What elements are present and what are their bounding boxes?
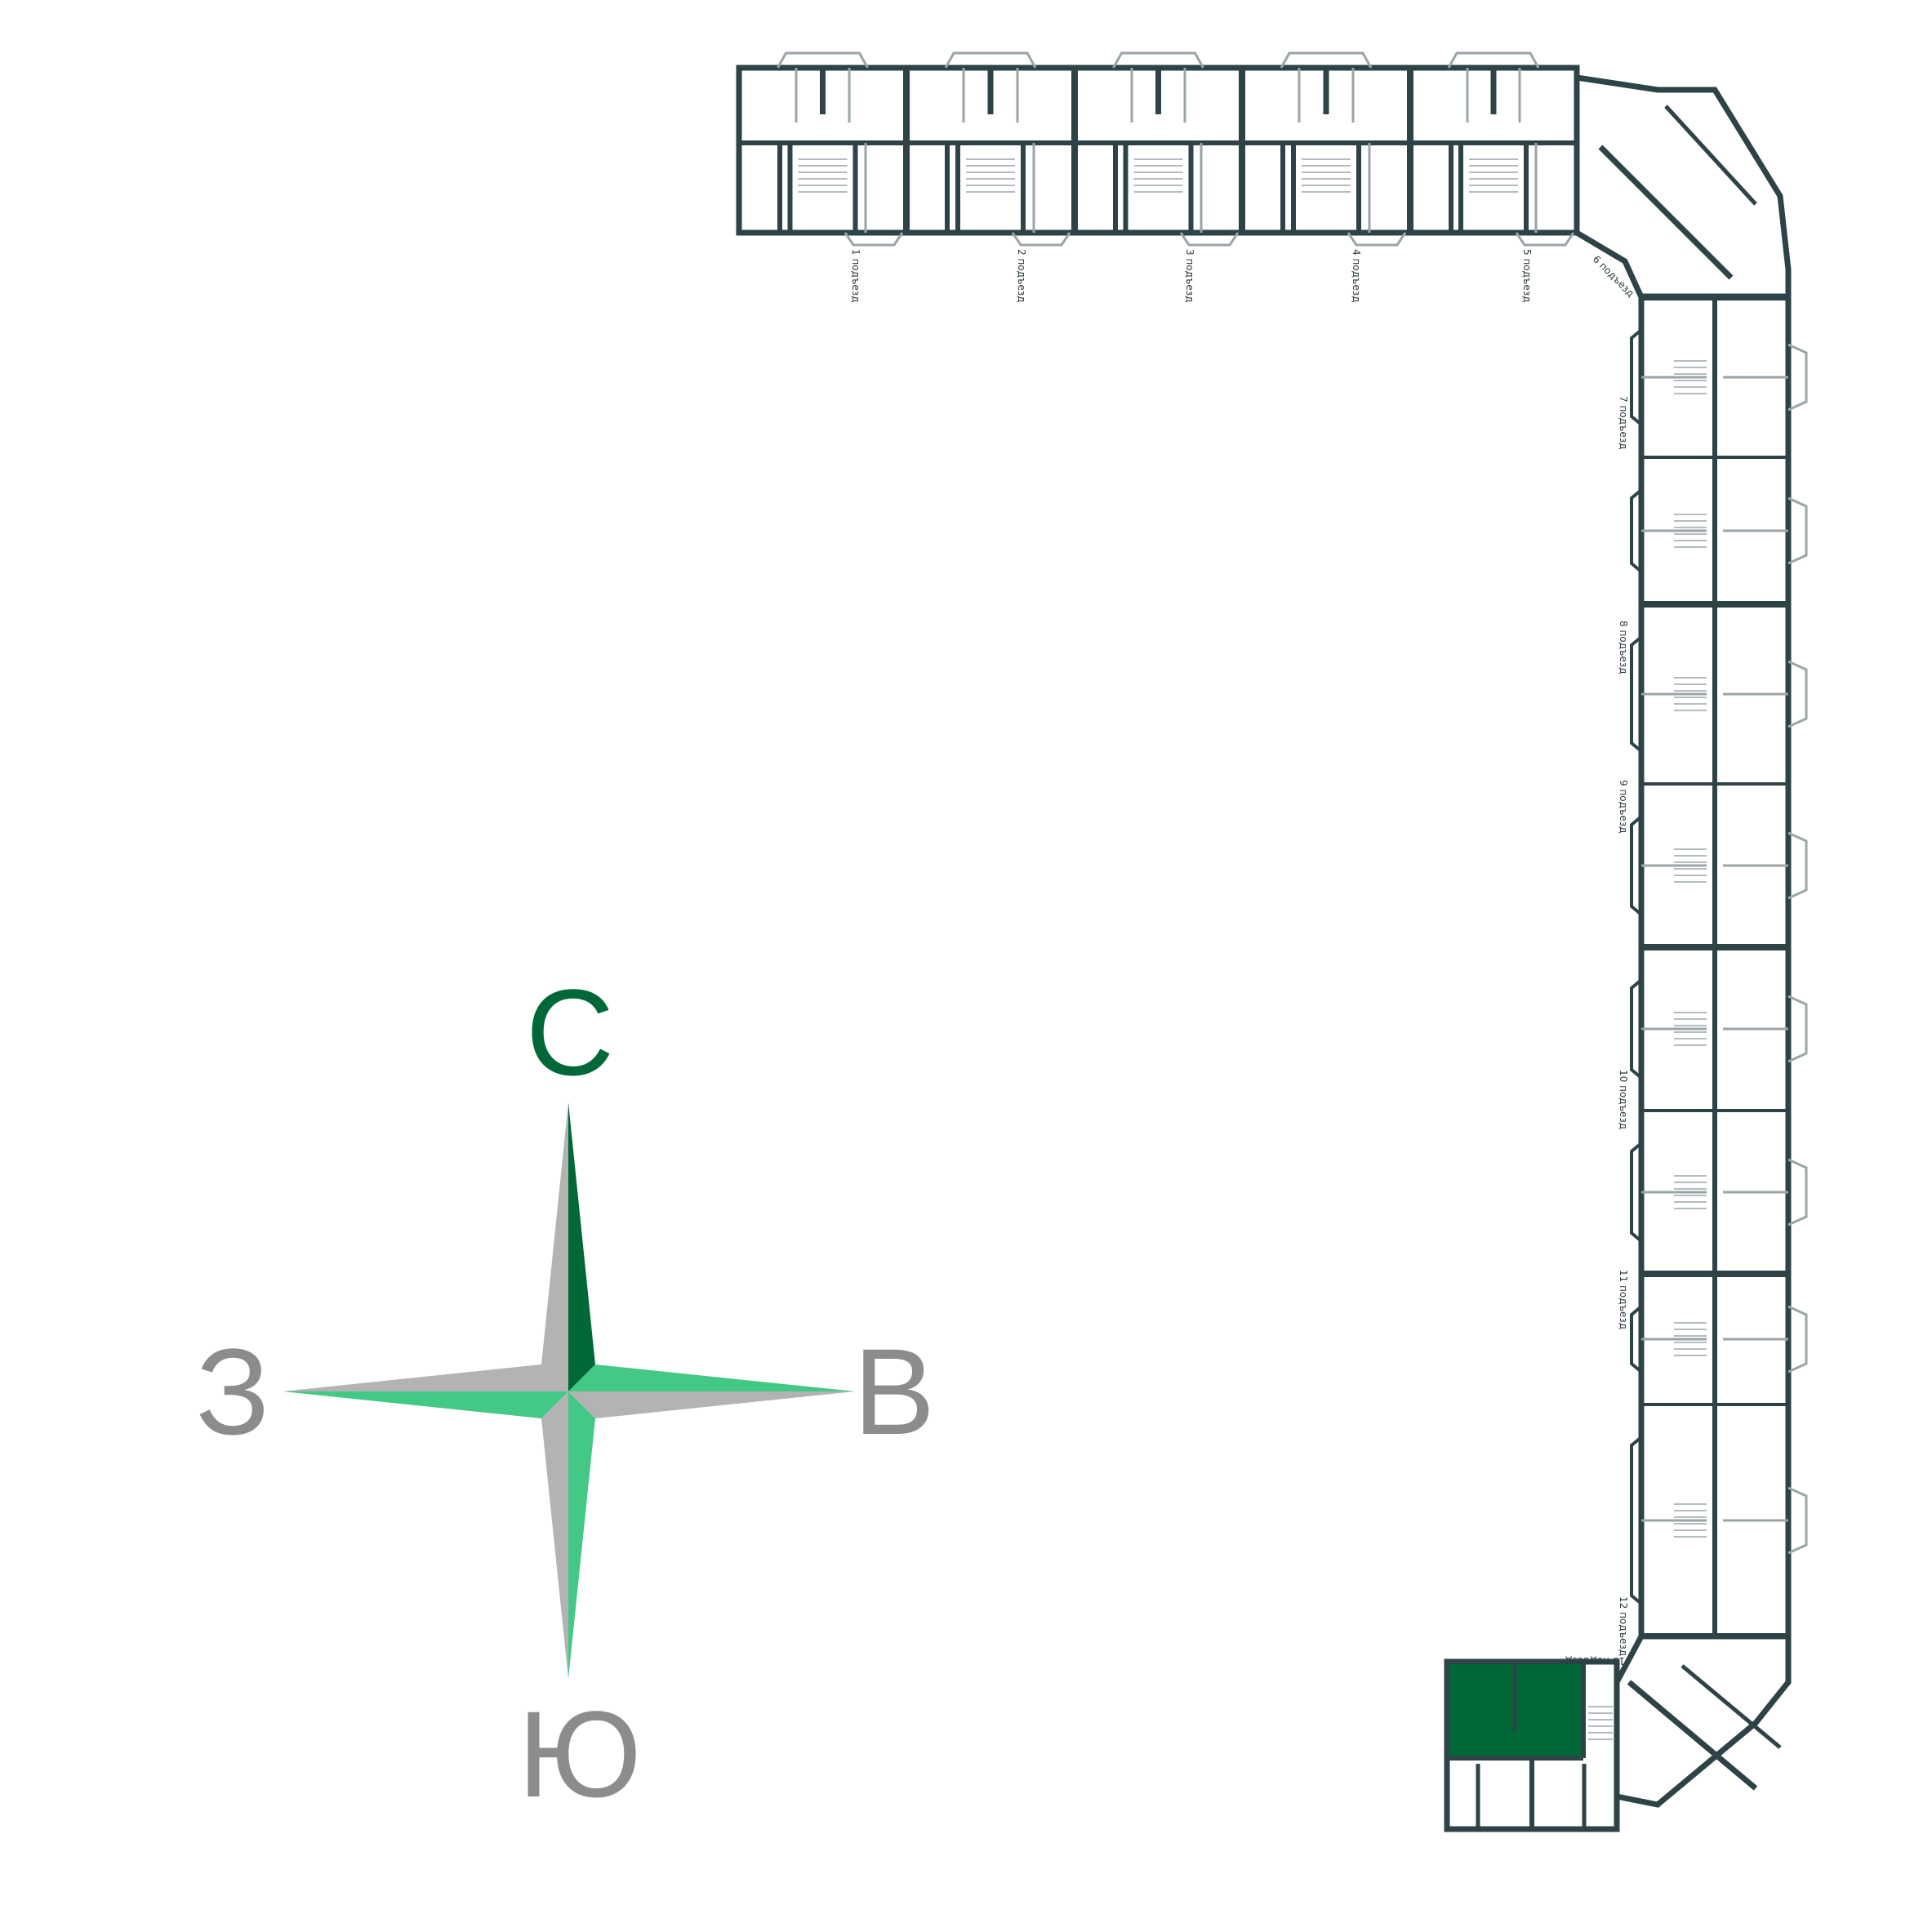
bay-window [1011,232,1071,247]
entrance-label: 7 подъезд [1618,396,1629,449]
bay-window [1280,51,1373,69]
bay-window [1787,1305,1808,1373]
wall [1627,1680,1758,1791]
outer-wall [1630,635,1643,753]
bay-window [777,51,869,69]
wall [1664,105,1757,206]
outer-wall [1630,488,1643,573]
compass-south-right [568,1391,595,1679]
compass-east-top [568,1364,855,1391]
outer-wall [1630,1142,1643,1243]
outer-wall [1630,978,1643,1080]
compass-west-bottom [283,1391,568,1418]
compass-north-right [568,1102,595,1391]
bay-window [1515,232,1575,247]
bay-window [1447,51,1540,69]
compass-north-left [541,1102,568,1391]
compass-north-label: С [526,964,614,1101]
outer-wall [1630,1305,1643,1373]
compass-west-top [283,1364,568,1391]
bay-window [1787,995,1808,1063]
entrance-label: 13 подъезд [1565,1655,1625,1667]
bay-window [944,51,1037,69]
bay-window [1787,660,1808,728]
entrance-label: 2 подъезд [1016,249,1027,302]
bay-window [1787,1158,1808,1226]
bay-window [1787,831,1808,900]
bay-window [1112,51,1204,69]
entrance-label: 1 подъезд [850,249,861,302]
bay-window [1347,232,1407,247]
outer-wall [1630,328,1643,426]
outer-wall [1630,815,1643,916]
compass-east-bottom [568,1391,855,1418]
bay-window [1787,343,1808,412]
bay-window [1179,232,1240,247]
bay-window [844,232,904,247]
bay-window [1787,496,1808,565]
outer-wall [1630,1436,1643,1605]
wall [1680,1664,1782,1749]
entrance-label: 5 подъезд [1521,249,1533,302]
entrance-label: 10 подъезд [1618,1070,1629,1129]
entrance-label: 9 подъезд [1618,780,1629,833]
compass-east-label: В [853,1323,935,1460]
corner-block-ne [1574,73,1792,300]
entrance-label: 8 подъезд [1618,621,1629,674]
compass-south-label: Ю [518,1685,642,1823]
entrance-label: 3 подъезд [1184,249,1195,302]
compass-south-left [541,1391,568,1679]
compass-west-label: З [196,1323,270,1460]
wall [1598,145,1734,280]
entrance-label: 12 подъезд [1618,1596,1629,1656]
entrance-label: 4 подъезд [1351,249,1362,302]
entrance-label: 11 подъезд [1618,1270,1629,1329]
bay-window [1787,1486,1808,1555]
